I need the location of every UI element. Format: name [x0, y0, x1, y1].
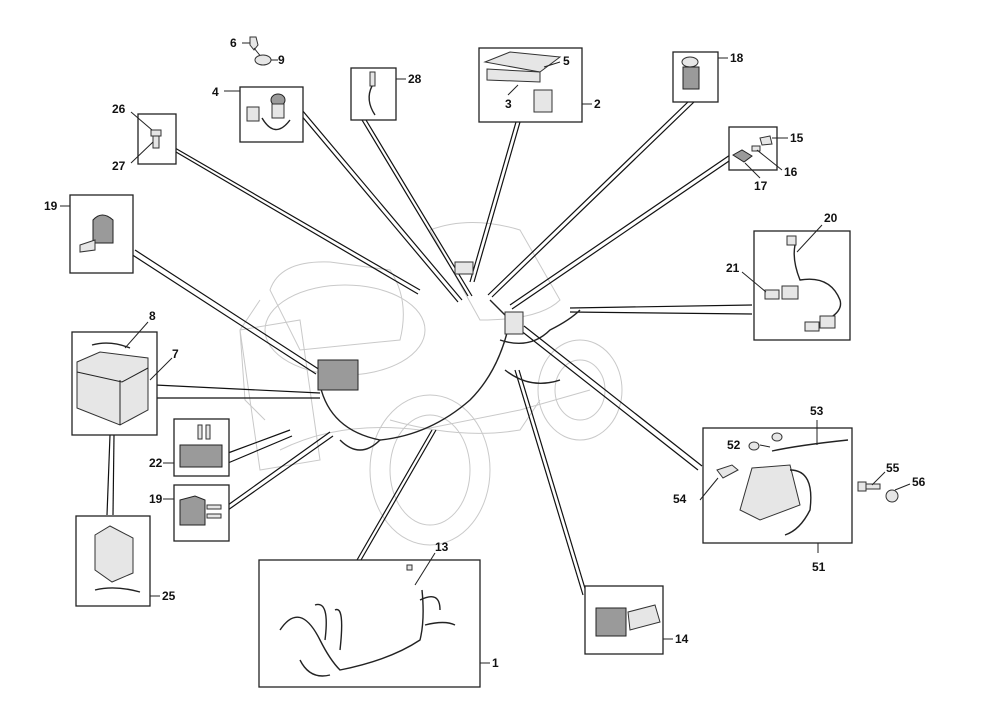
callout-27: 27 — [112, 159, 126, 173]
callout-4: 4 — [212, 85, 219, 99]
battery-icon — [76, 342, 149, 426]
control-board-icon — [483, 51, 562, 113]
callout-25: 25 — [162, 589, 176, 603]
wiring-harness-icon — [279, 564, 456, 677]
callout-8: 8 — [149, 309, 156, 323]
callout-28: 28 — [408, 72, 422, 86]
callout-19-bottom: 19 — [149, 492, 163, 506]
callout-18: 18 — [730, 51, 744, 65]
callout-14: 14 — [675, 632, 689, 646]
rocker-switch-bottom-icon — [179, 495, 222, 526]
central-harness — [317, 261, 581, 451]
callout-17: 17 — [754, 179, 768, 193]
callout-7: 7 — [172, 347, 179, 361]
screw-icon — [150, 129, 162, 149]
callout-15: 15 — [790, 131, 804, 145]
callout-1: 1 — [492, 656, 499, 670]
callout-21: 21 — [726, 261, 740, 275]
fuse-icon — [732, 135, 773, 163]
callout-52: 52 — [727, 438, 741, 452]
callout-53: 53 — [810, 404, 824, 418]
tractor-outline — [239, 222, 623, 546]
connector-lines — [106, 99, 753, 596]
part-box-headlight[interactable] — [753, 230, 851, 341]
part-box-wiring-harness[interactable] — [258, 559, 481, 688]
callout-54: 54 — [673, 492, 687, 506]
battery-charger-icon — [94, 525, 141, 593]
ignition-key-icon — [249, 36, 272, 66]
relay-icon — [595, 604, 661, 637]
sensor-cable-icon — [368, 71, 376, 116]
starter-solenoid-icon — [716, 432, 849, 536]
callout-20: 20 — [824, 211, 838, 225]
callout-3: 3 — [505, 97, 512, 111]
rocker-switch-icon — [79, 214, 114, 253]
callout-26: 26 — [112, 102, 126, 116]
callout-5: 5 — [563, 54, 570, 68]
callout-13: 13 — [435, 540, 449, 554]
callout-16: 16 — [784, 165, 798, 179]
callout-9: 9 — [278, 53, 285, 67]
callout-56: 56 — [912, 475, 926, 489]
headlight-icon — [764, 235, 842, 332]
callout-6: 6 — [230, 36, 237, 50]
callout-55: 55 — [886, 461, 900, 475]
ignition-switch-icon — [246, 93, 291, 131]
nut-icon — [885, 489, 899, 503]
callout-51: 51 — [812, 560, 826, 574]
callout-22: 22 — [149, 456, 163, 470]
callout-2: 2 — [594, 97, 601, 111]
bolt-icon — [857, 481, 881, 492]
part-box-fuse[interactable] — [728, 126, 778, 171]
switch-terminals-icon — [179, 424, 223, 468]
safety-switch-icon — [681, 56, 700, 90]
callout-19-top: 19 — [44, 199, 58, 213]
